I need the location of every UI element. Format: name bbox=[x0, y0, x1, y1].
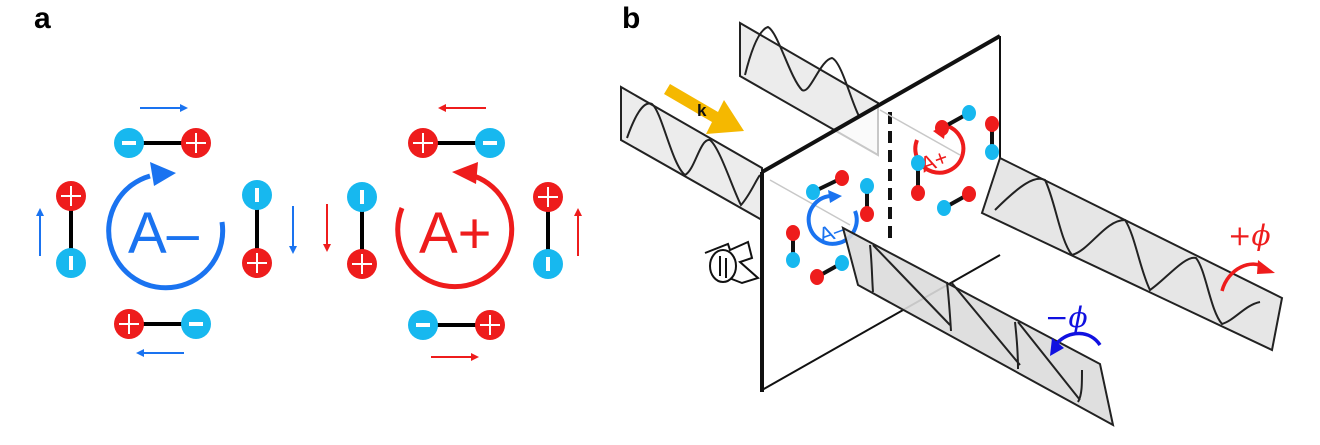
outgoing-wave-ribbon-minus-phi bbox=[841, 226, 1115, 427]
wave-vector-k-arrow: k bbox=[664, 84, 744, 134]
mode-a-plus: A+ bbox=[323, 104, 582, 361]
phase-plus-annotation: +ϕ bbox=[1220, 219, 1275, 292]
wave-vector-label: k bbox=[697, 101, 707, 120]
mode-label-a-plus: A+ bbox=[419, 201, 492, 266]
source-detector-icon bbox=[704, 240, 760, 285]
dipole-left bbox=[323, 182, 377, 279]
k-arrow-icon bbox=[664, 84, 744, 134]
dipole-right bbox=[242, 180, 297, 278]
phase-minus-label: −ϕ bbox=[1045, 301, 1088, 334]
plate-mode-a-minus: A– bbox=[786, 170, 874, 285]
rotation-arrow-counterclockwise-icon bbox=[395, 173, 515, 290]
phase-rotation-arrow-icon bbox=[1055, 331, 1102, 347]
dipole-bottom bbox=[114, 309, 211, 357]
dipole-bottom bbox=[408, 310, 505, 361]
rotation-arrow-head-icon bbox=[452, 162, 478, 184]
panel-b-label: b bbox=[622, 2, 640, 35]
phase-minus-annotation: −ϕ bbox=[1045, 301, 1102, 356]
outgoing-wave-ribbon-plus-phi bbox=[980, 156, 1284, 352]
dipole-left bbox=[36, 181, 86, 278]
dipole-right bbox=[533, 182, 582, 279]
mode-a-minus: A– bbox=[36, 104, 297, 357]
rotation-arrow-clockwise-icon bbox=[106, 173, 226, 291]
mode-label-a-minus: A– bbox=[128, 201, 200, 266]
dipole-top bbox=[408, 104, 505, 158]
phase-plus-label: +ϕ bbox=[1228, 219, 1271, 252]
rotation-arrow-head-icon bbox=[150, 162, 176, 186]
panel-a-label: a bbox=[34, 2, 51, 35]
dipole-top bbox=[114, 104, 211, 158]
